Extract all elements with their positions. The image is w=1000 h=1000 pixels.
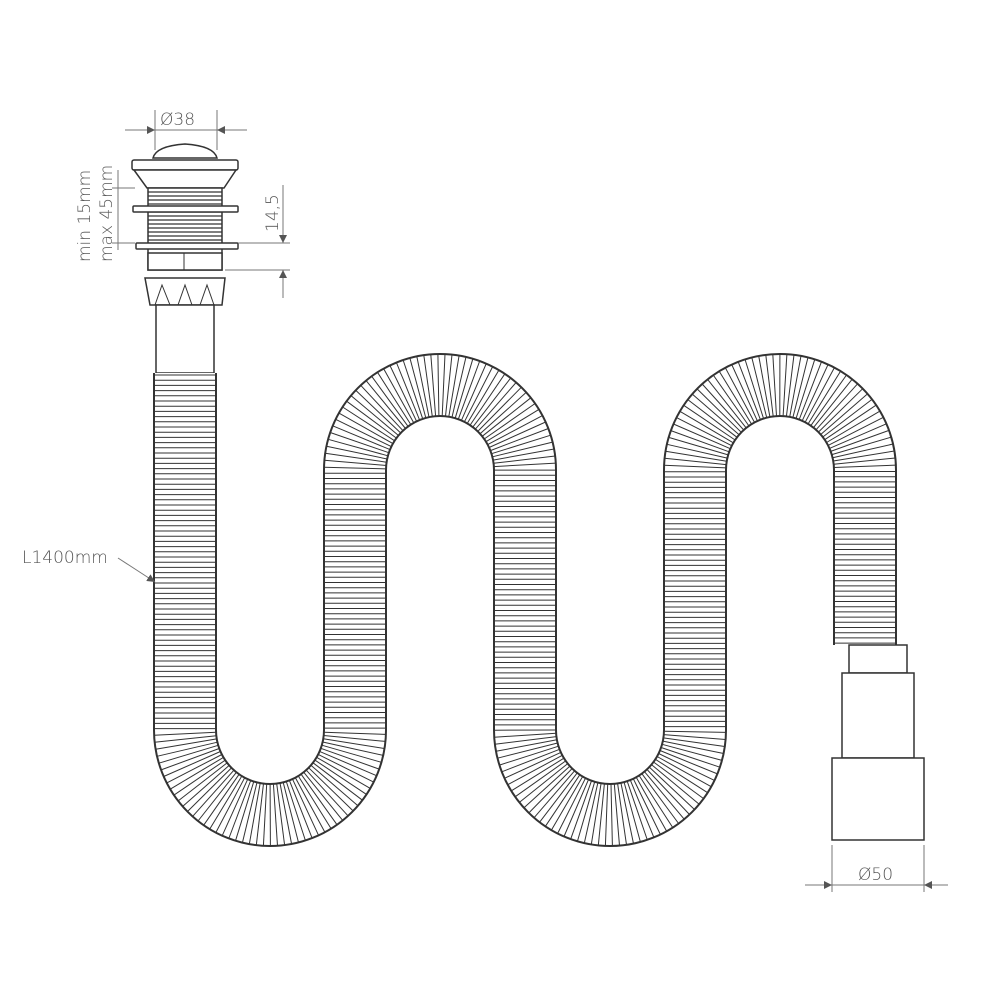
hose-length-label: L1400mm	[22, 548, 108, 568]
min-thickness-label: min 15mm	[75, 170, 95, 262]
thread-height-label: 14,5	[263, 194, 283, 232]
thread-lines	[148, 191, 222, 249]
hose-length-callout: L1400mm	[22, 548, 156, 583]
corrugated-hose	[153, 353, 897, 847]
max-thickness-label: max 45mm	[97, 165, 117, 262]
hose-ribs	[154, 353, 896, 847]
dimension-thread-height: 14,5	[225, 185, 290, 298]
outlet-connector	[831, 644, 925, 841]
dimension-mounting-thickness: min 15mm max 45mm	[75, 165, 135, 262]
dimension-outlet-diameter: Ø50	[805, 845, 948, 892]
popup-waste	[131, 143, 239, 374]
waste-diameter-label: Ø38	[160, 110, 195, 130]
dimension-waste-diameter: Ø38	[125, 110, 247, 150]
outlet-diameter-label: Ø50	[858, 865, 893, 885]
